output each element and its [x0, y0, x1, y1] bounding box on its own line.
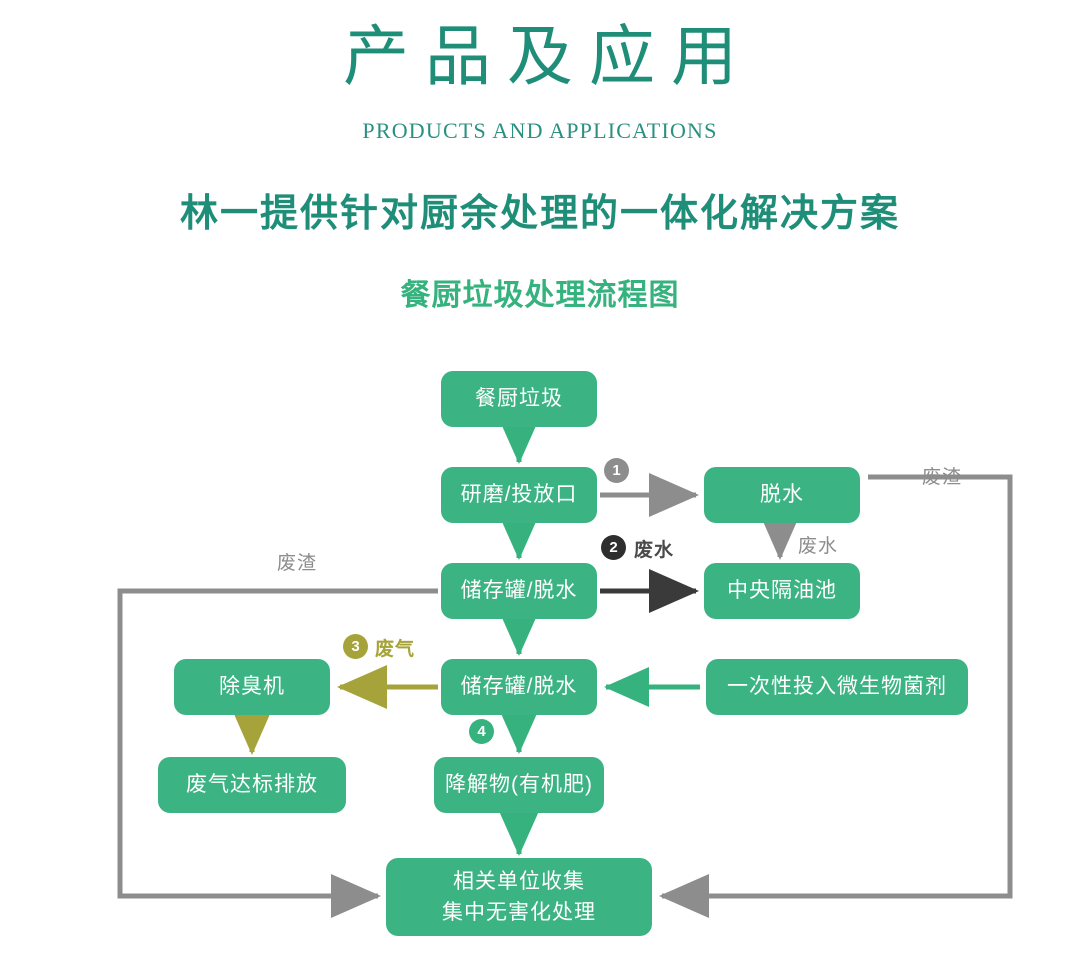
step-badge-3: 3 [343, 634, 368, 659]
solution-subtitle: 林一提供针对厨余处理的一体化解决方案 [179, 193, 900, 235]
node-label: 研磨/投放口 [460, 483, 578, 507]
page-title-english: PRODUCTS AND APPLICATIONS [362, 118, 718, 143]
step-badge-1: 1 [604, 458, 629, 483]
page-title: 产品及应用 [343, 21, 753, 94]
node-degradation-fertilizer[interactable]: 降解物(有机肥) [434, 757, 604, 813]
node-label: 除臭机 [219, 675, 285, 699]
badge-number: 3 [351, 638, 360, 655]
node-label: 废气达标排放 [186, 773, 318, 797]
node-microbial-agent[interactable]: 一次性投入微生物菌剂 [706, 659, 968, 715]
edge-label-waste-gas-3: 废气 [375, 639, 416, 660]
node-storage-tank-1[interactable]: 储存罐/脱水 [441, 563, 597, 619]
edge-label-residue-left: 废渣 [277, 553, 318, 574]
badge-number: 2 [609, 539, 618, 556]
step-badge-2: 2 [601, 535, 626, 560]
node-label: 一次性投入微生物菌剂 [727, 675, 947, 699]
node-label: 脱水 [760, 483, 804, 507]
node-label-line2: 集中无害化处理 [442, 901, 596, 924]
step-badge-4: 4 [469, 719, 494, 744]
node-label: 餐厨垃圾 [475, 387, 563, 411]
node-food-waste[interactable]: 餐厨垃圾 [441, 371, 597, 427]
node-grinder-inlet[interactable]: 研磨/投放口 [441, 467, 597, 523]
node-label: 储存罐/脱水 [460, 579, 578, 603]
edge-label-wastewater-2: 废水 [634, 540, 675, 561]
node-storage-tank-2[interactable]: 储存罐/脱水 [441, 659, 597, 715]
node-label: 降解物(有机肥) [445, 773, 593, 797]
node-dewatering[interactable]: 脱水 [704, 467, 860, 523]
edge-label-wastewater-down: 废水 [798, 536, 839, 557]
node-label: 储存罐/脱水 [460, 675, 578, 699]
diagram-title: 餐厨垃圾处理流程图 [400, 279, 680, 312]
badge-number: 4 [477, 723, 486, 740]
node-central-oil-separator[interactable]: 中央隔油池 [704, 563, 860, 619]
edge-label-residue-right: 废渣 [922, 467, 963, 488]
node-collection-harmless-treatment[interactable]: 相关单位收集 集中无害化处理 [386, 858, 652, 936]
node-exhaust-compliant-discharge[interactable]: 废气达标排放 [158, 757, 346, 813]
badge-number: 1 [612, 462, 621, 479]
edge-residue-right-loop [658, 474, 1013, 919]
node-deodorizer[interactable]: 除臭机 [174, 659, 330, 715]
node-label-line1: 相关单位收集 [453, 869, 585, 893]
node-label: 中央隔油池 [727, 579, 837, 603]
edge-residue-left-loop [117, 588, 438, 918]
